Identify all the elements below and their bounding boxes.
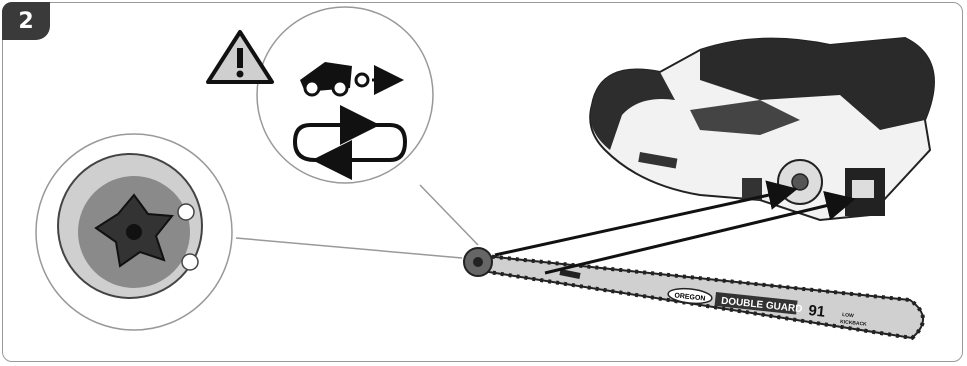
chainsaw-body: [590, 38, 934, 220]
icon-detail-view: [257, 7, 433, 183]
assembly-arrow-upper: [495, 190, 792, 255]
sprocket-detail-view: [36, 134, 232, 330]
callout-line-icons: [420, 185, 478, 245]
bar-code-label: 91: [808, 302, 826, 321]
bar-kickback-line1: LOW: [842, 312, 855, 319]
guide-bar: OREGON DOUBLE GUARD 91 LOW KICKBACK: [464, 248, 923, 338]
warning-triangle-icon: [208, 32, 272, 82]
callout-line-sprocket: [236, 238, 462, 258]
